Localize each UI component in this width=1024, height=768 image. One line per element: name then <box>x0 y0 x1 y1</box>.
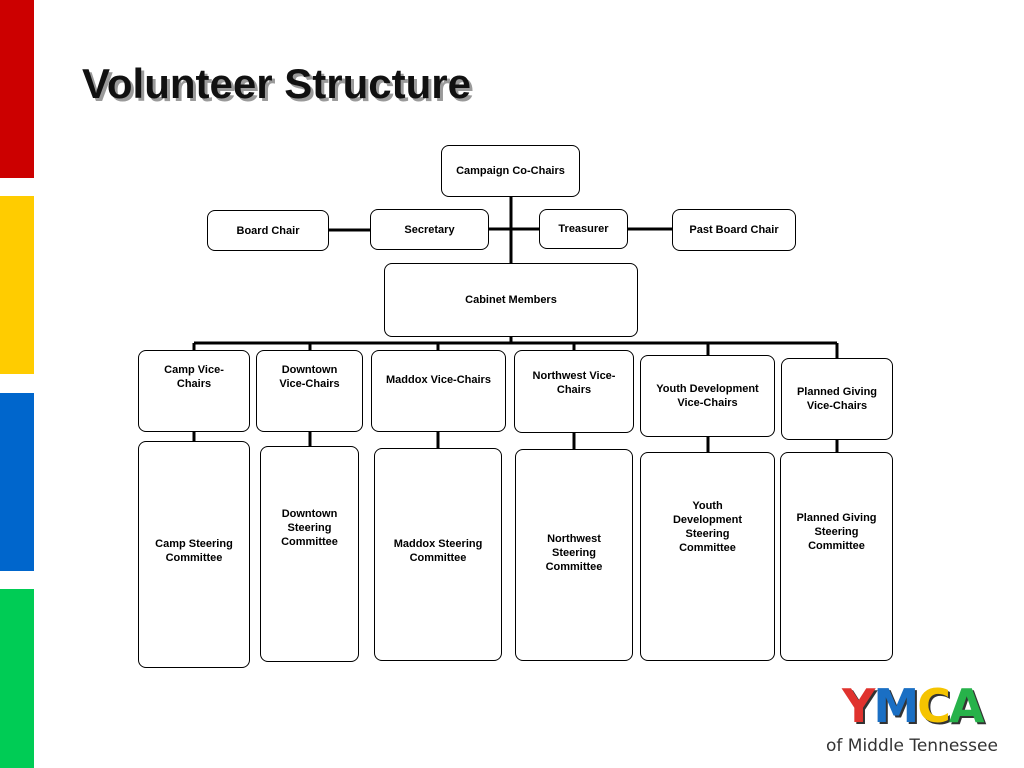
logo-subtitle: of Middle Tennessee <box>826 736 998 756</box>
logo-letter-m: M <box>873 679 919 733</box>
vice-chairs-camp: Camp Vice-Chairs <box>138 350 250 432</box>
ymca-logo: YMCA of Middle Tennessee <box>826 680 1016 760</box>
committee-downtown: Downtown Steering Committee <box>260 446 359 662</box>
logo-letter-c: C <box>917 679 951 733</box>
treasurer-box: Treasurer <box>539 209 628 249</box>
committee-planned-giving: Planned Giving Steering Committee <box>780 452 893 661</box>
board-chair-box: Board Chair <box>207 210 329 251</box>
committee-maddox: Maddox Steering Committee <box>374 448 502 661</box>
committee-northwest: Northwest Steering Committee <box>515 449 633 661</box>
vice-chairs-maddox: Maddox Vice-Chairs <box>371 350 506 432</box>
stripe-green <box>0 589 34 768</box>
ymca-wordmark: YMCA <box>842 679 985 733</box>
vice-chairs-northwest: Northwest Vice-Chairs <box>514 350 634 433</box>
stripe-yellow <box>0 196 34 374</box>
past-board-chair-box: Past Board Chair <box>672 209 796 251</box>
secretary-box: Secretary <box>370 209 489 250</box>
logo-letter-y: Y <box>842 679 875 733</box>
campaign-co-chairs-box: Campaign Co-Chairs <box>441 145 580 197</box>
vice-chairs-planned-giving: Planned Giving Vice-Chairs <box>781 358 893 440</box>
stripe-blue <box>0 393 34 571</box>
stripe-red <box>0 0 34 178</box>
vice-chairs-youth-development: Youth Development Vice-Chairs <box>640 355 775 437</box>
cabinet-members-box: Cabinet Members <box>384 263 638 337</box>
committee-youth-development: Youth Development Steering Committee <box>640 452 775 661</box>
committee-camp: Camp Steering Committee <box>138 441 250 668</box>
vice-chairs-downtown: Downtown Vice-Chairs <box>256 350 363 432</box>
page-title: Volunteer Structure <box>82 60 471 107</box>
logo-letter-a: A <box>948 679 985 733</box>
